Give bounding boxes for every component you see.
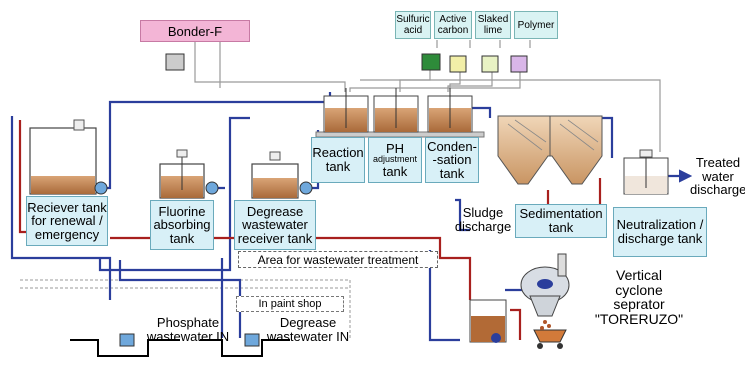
ph-label-line2: adjustment	[372, 154, 418, 165]
chemical-feed-lines	[194, 40, 661, 152]
receiver-tank-label: Reciever tank for renewal / emergency	[26, 196, 108, 246]
neutralization-tank-label: Neutralization / discharge tank	[613, 207, 707, 257]
fluorine-pump-icon	[205, 181, 219, 195]
sludge-tank	[469, 299, 507, 343]
cyclone-name: "TORERUZO"	[594, 311, 684, 328]
cyclone-separator	[520, 253, 570, 349]
paint-shop-label: In paint shop	[236, 296, 344, 312]
chemical-canisters	[165, 53, 528, 73]
sludge-pump-icon	[491, 333, 501, 343]
degrease-pit-pump	[244, 333, 260, 347]
bonder-label: Bonder-F	[140, 20, 250, 42]
fluorine-tank-label: Fluorine absorbing tank	[150, 200, 214, 250]
treatment-tanks	[315, 88, 485, 138]
inlet-pits	[70, 339, 290, 357]
sludge-discharge-label: Sludge discharge	[454, 205, 512, 234]
receiver-pump-icon	[94, 181, 108, 195]
ph-label-line1: PH	[385, 140, 405, 156]
chemical-label-carbon: Active carbon	[434, 11, 472, 39]
treated-water-label: Treated water discharge	[690, 155, 745, 198]
reaction-tank-label: Reaction tank	[311, 137, 365, 183]
receiver-tank	[29, 119, 97, 195]
chemical-label-lime: Slaked lime	[475, 11, 511, 39]
phosphate-inlet-label: Phosphate wastewater IN	[146, 315, 230, 344]
phosphate-pit-pump	[119, 333, 135, 347]
ph-tank-label: PH adjustment tank	[368, 137, 422, 183]
treatment-area-label: Area for wastewater treatment	[238, 251, 438, 268]
neutralization-tank	[623, 149, 669, 195]
sedimentation-tank	[497, 115, 603, 185]
fluorine-tank	[159, 149, 205, 199]
cyclone-label: Vertical cyclone seprator "TORERUZO"	[594, 268, 684, 327]
cyclone-title: Vertical cyclone seprator	[613, 267, 665, 313]
degrease-pump-icon	[299, 181, 313, 195]
sedimentation-tank-label: Sedimentation tank	[515, 204, 607, 238]
degrease-tank	[251, 151, 299, 199]
degrease-tank-label: Degrease wastewater receiver tank	[234, 200, 316, 250]
chemical-label-polymer: Polymer	[514, 11, 558, 39]
degrease-inlet-label: Degrease wastewater IN	[266, 315, 350, 344]
condensation-tank-label: Conden--sation tank	[425, 137, 479, 183]
chemical-label-sulfuric: Sulfuric acid	[395, 11, 431, 39]
ph-label-line3: tank	[382, 163, 408, 179]
